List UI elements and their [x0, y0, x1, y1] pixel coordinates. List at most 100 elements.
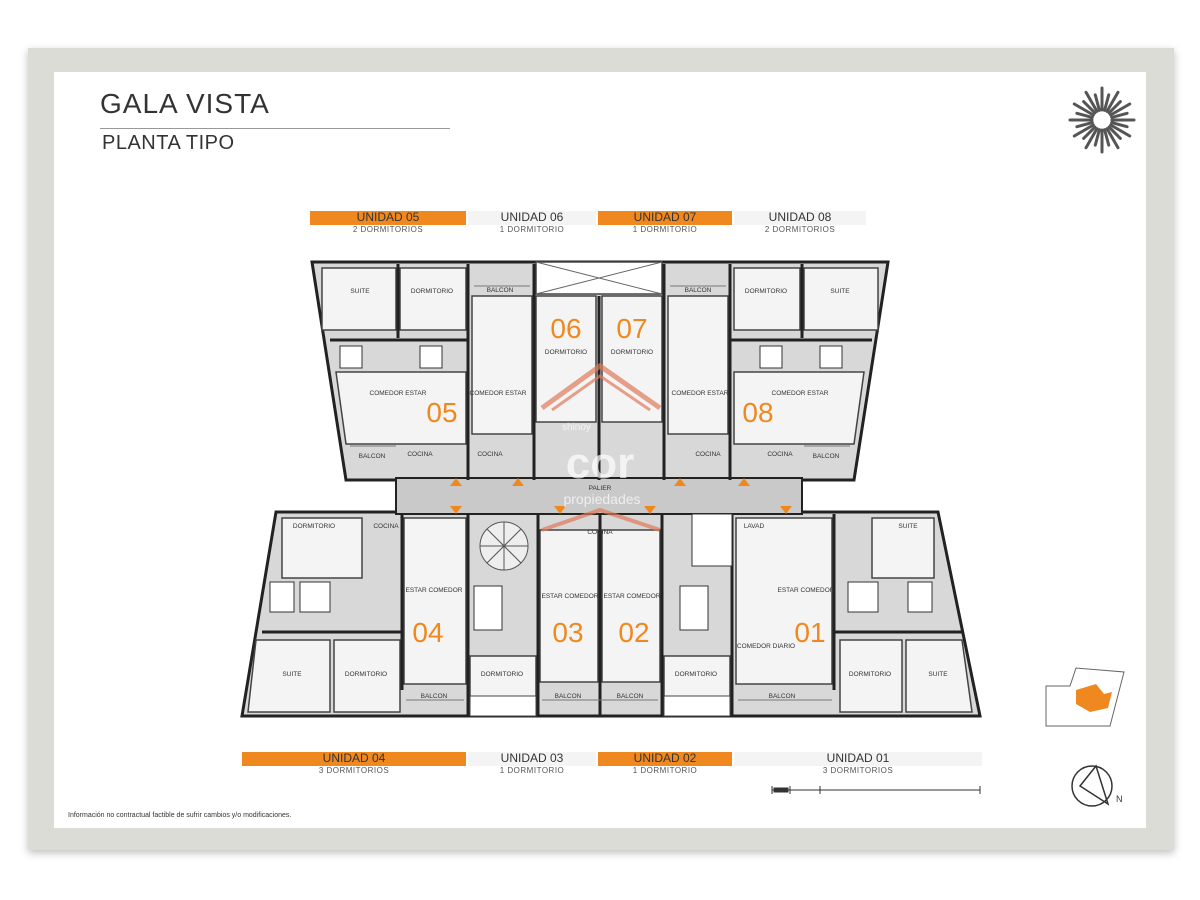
room-label: SUITE — [898, 523, 918, 530]
room — [333, 639, 401, 713]
page-title: GALA VISTA — [100, 88, 270, 119]
watermark-logo: shinoy cor propiedades — [540, 362, 662, 532]
room-label: SUITE — [830, 288, 850, 295]
room-label: BALCON — [769, 693, 796, 700]
room — [321, 267, 397, 331]
room-label: COMEDOR ESTAR — [672, 390, 729, 397]
room-label: ESTAR COMEDOR — [542, 593, 599, 600]
sunburst-ray — [1084, 90, 1099, 113]
svg-text:propiedades: propiedades — [563, 491, 640, 507]
room-label: SUITE — [928, 671, 948, 678]
room — [471, 295, 533, 435]
palier-corridor — [395, 477, 803, 515]
sunburst-ray — [1093, 93, 1101, 112]
room-label: BALCON — [617, 693, 644, 700]
room-label: LAVAD — [744, 523, 765, 530]
staircase — [479, 521, 529, 571]
room-label: COCINA — [587, 529, 613, 536]
room-label: BALCON — [421, 693, 448, 700]
disclaimer-text: Información no contractual factible de s… — [68, 812, 292, 819]
sunburst-logo-icon — [1068, 86, 1136, 154]
room-label: DORMITORIO — [293, 523, 335, 530]
room — [601, 529, 661, 683]
room-label: BALCON — [555, 693, 582, 700]
room — [539, 529, 599, 683]
room-label: COCINA — [767, 451, 793, 458]
unit-number: 03 — [552, 617, 583, 648]
location-key-map — [1045, 667, 1125, 727]
north-compass-icon: N — [1071, 764, 1123, 807]
room-label: DORMITORIO — [849, 671, 891, 678]
sunburst-ray — [1107, 100, 1122, 115]
room-label: PALIER — [589, 485, 612, 492]
svg-text:N: N — [1116, 794, 1123, 804]
sunburst-ray — [1107, 125, 1122, 140]
room — [247, 639, 331, 713]
sunburst-ray — [1084, 127, 1099, 150]
room-label: DORMITORIO — [411, 288, 453, 295]
unit-number: 04 — [412, 617, 443, 648]
room-label: SUITE — [350, 288, 370, 295]
void — [469, 695, 537, 717]
sunburst-ray — [1082, 100, 1097, 115]
sunburst-ray — [1075, 121, 1094, 129]
room — [667, 295, 729, 435]
sunburst-ray — [1105, 127, 1120, 150]
sunburst-ray — [1110, 121, 1129, 129]
void — [663, 695, 731, 717]
room-label: ESTAR COMEDOR — [604, 593, 661, 600]
room-label: DORMITORIO — [675, 671, 717, 678]
room-label: COCINA — [373, 523, 399, 530]
svg-text:shinoy: shinoy — [562, 422, 591, 433]
page-subtitle: PLANTA TIPO — [102, 132, 235, 154]
room — [403, 517, 467, 685]
title-divider — [100, 128, 450, 129]
sunburst-ray — [1109, 102, 1132, 117]
room — [399, 267, 467, 331]
room-label: BALCON — [359, 453, 386, 460]
unit-number: 01 — [794, 617, 825, 648]
room-label: DORMITORIO — [345, 671, 387, 678]
room-label: DORMITORIO — [481, 671, 523, 678]
sunburst-ray — [1105, 90, 1120, 113]
room-label: BALCON — [813, 453, 840, 460]
room-label: COMEDOR ESTAR — [370, 390, 427, 397]
room — [281, 517, 363, 579]
room-label: ESTAR COMEDOR — [406, 587, 463, 594]
sunburst-ray — [1082, 125, 1097, 140]
sunburst-ray — [1093, 128, 1101, 147]
room-label: COMEDOR ESTAR — [772, 390, 829, 397]
room — [335, 371, 467, 445]
unit-number: 06 — [550, 313, 581, 344]
room-label: DORMITORIO — [611, 349, 653, 356]
room-label: BALCON — [487, 287, 514, 294]
room-label: COMEDOR DIARIO — [737, 643, 795, 650]
room — [803, 267, 879, 331]
unit-number: 05 — [426, 397, 457, 428]
room — [733, 371, 865, 445]
svg-text:cor: cor — [566, 439, 634, 488]
room-label: SUITE — [282, 671, 302, 678]
room-label: COCINA — [695, 451, 721, 458]
scale-bar — [771, 786, 981, 794]
unit-number: 08 — [742, 397, 773, 428]
sunburst-ray — [1072, 123, 1095, 138]
unit-number: 07 — [616, 313, 647, 344]
room — [733, 267, 801, 331]
sunburst-ray — [1072, 102, 1095, 117]
room — [871, 517, 935, 579]
room — [839, 639, 903, 713]
room-label: BALCON — [685, 287, 712, 294]
room-label: ESTAR COMEDOR — [778, 587, 835, 594]
sunburst-ray — [1110, 111, 1129, 119]
unit-number: 02 — [618, 617, 649, 648]
